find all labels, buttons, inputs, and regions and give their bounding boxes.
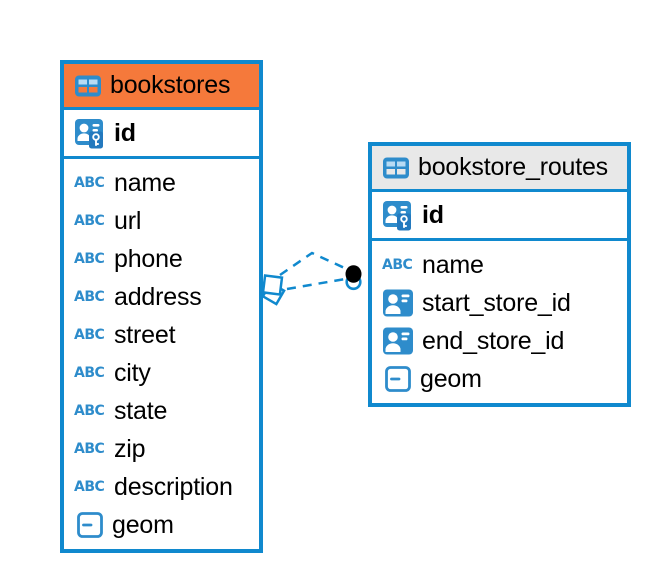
column-row-zip[interactable]: ABC zip xyxy=(64,430,259,468)
column-name: start_store_id xyxy=(422,288,571,317)
column-name: geom xyxy=(112,510,174,539)
column-name: description xyxy=(114,472,233,501)
table-icon xyxy=(74,74,102,98)
table-header-bookstore-routes[interactable]: bookstore_routes xyxy=(372,146,627,192)
text-type-icon: ABC xyxy=(74,289,105,305)
column-row-url[interactable]: ABC url xyxy=(64,202,259,240)
column-row-geom[interactable]: geom xyxy=(64,506,259,544)
column-list: ABC name ABC url ABC phone ABC address A… xyxy=(64,159,259,549)
column-name: name xyxy=(422,250,484,279)
geometry-type-icon xyxy=(76,511,104,539)
text-type-icon: ABC xyxy=(74,213,105,229)
text-type-icon: ABC xyxy=(74,175,105,191)
table-bookstores[interactable]: bookstores id ABC name ABC url ABC phone… xyxy=(60,60,263,553)
column-list: ABC name start_store_id end_store_id geo… xyxy=(372,241,627,403)
table-bookstore-routes[interactable]: bookstore_routes id ABC name start_store… xyxy=(368,142,631,407)
column-name: end_store_id xyxy=(422,326,565,355)
column-row-address[interactable]: ABC address xyxy=(64,278,259,316)
text-type-icon: ABC xyxy=(74,251,105,267)
primary-key-icon xyxy=(74,117,106,149)
column-name: zip xyxy=(114,434,146,463)
foreign-key-icon xyxy=(382,288,414,318)
text-type-icon: ABC xyxy=(74,479,105,495)
column-name: phone xyxy=(114,244,183,273)
table-header-bookstores[interactable]: bookstores xyxy=(64,64,259,110)
relationship-line-upper xyxy=(279,251,352,277)
table-name: bookstore_routes xyxy=(418,153,608,181)
column-name: id xyxy=(114,118,136,147)
column-name: city xyxy=(114,358,151,387)
column-row-state[interactable]: ABC state xyxy=(64,392,259,430)
column-name: street xyxy=(114,320,176,349)
column-row-id[interactable]: id xyxy=(372,192,627,241)
column-name: geom xyxy=(420,364,482,393)
primary-key-icon xyxy=(382,199,414,231)
one-end-marker[interactable] xyxy=(345,265,362,291)
column-row-description[interactable]: ABC description xyxy=(64,468,259,506)
column-row-name[interactable]: ABC name xyxy=(64,164,259,202)
foreign-key-icon xyxy=(382,326,414,356)
column-name: state xyxy=(114,396,168,425)
geometry-type-icon xyxy=(384,365,412,393)
table-name: bookstores xyxy=(110,71,231,99)
text-type-icon: ABC xyxy=(74,365,105,381)
text-type-icon: ABC xyxy=(74,403,105,419)
column-row-geom[interactable]: geom xyxy=(372,360,627,398)
column-name: address xyxy=(114,282,202,311)
relationship-line-lower xyxy=(286,276,352,291)
text-type-icon: ABC xyxy=(74,441,105,457)
text-type-icon: ABC xyxy=(382,257,413,273)
column-row-city[interactable]: ABC city xyxy=(64,354,259,392)
column-row-id[interactable]: id xyxy=(64,110,259,159)
column-row-phone[interactable]: ABC phone xyxy=(64,240,259,278)
column-name: name xyxy=(114,168,176,197)
table-icon xyxy=(382,156,410,180)
column-name: id xyxy=(422,200,444,229)
column-name: url xyxy=(114,206,142,235)
column-row-street[interactable]: ABC street xyxy=(64,316,259,354)
text-type-icon: ABC xyxy=(74,327,105,343)
column-row-end-store-id[interactable]: end_store_id xyxy=(372,322,627,360)
relationship-lines[interactable] xyxy=(279,251,352,291)
column-row-name[interactable]: ABC name xyxy=(372,246,627,284)
column-row-start-store-id[interactable]: start_store_id xyxy=(372,284,627,322)
many-end-marker[interactable] xyxy=(261,274,286,306)
